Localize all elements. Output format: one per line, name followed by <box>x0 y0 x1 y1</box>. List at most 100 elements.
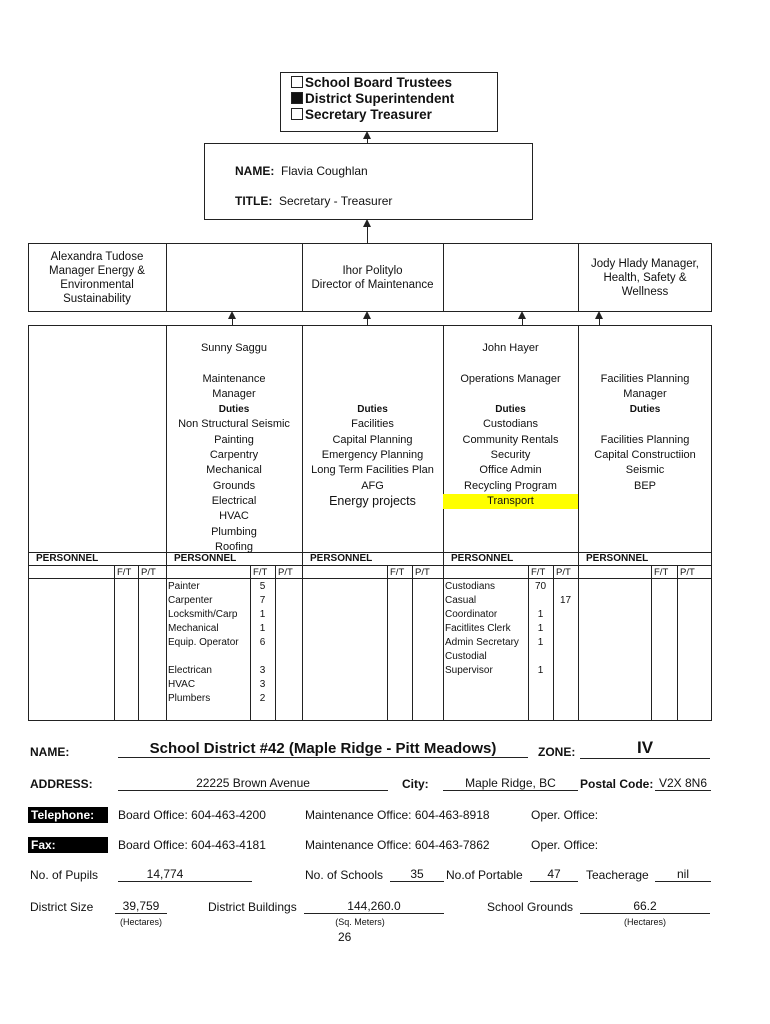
personnel-header: PERSONNEL <box>174 553 237 564</box>
district-size-label: District Size <box>30 900 94 914</box>
duty-item: Emergency Planning <box>321 449 424 462</box>
pt-header: P/T <box>415 567 430 578</box>
column-divider <box>387 565 388 721</box>
arrow-up-icon <box>595 311 603 325</box>
duty-item: Grounds <box>212 479 256 492</box>
duty-item <box>443 356 578 371</box>
checkbox-trustees[interactable] <box>291 76 303 88</box>
duty-item <box>166 356 302 371</box>
duty-item: John Hayer <box>482 342 539 354</box>
column-divider <box>275 565 276 721</box>
ft-count: 5 <box>259 581 266 592</box>
arrow-up-icon <box>363 219 371 243</box>
schools-label: No. of Schools <box>305 868 384 882</box>
option-trustees[interactable]: School Board Trustees <box>291 75 497 91</box>
teacherage-field[interactable]: nil <box>655 867 711 882</box>
manager-text: Jody Hlady Manager,Health, Safety &Welln… <box>591 257 699 299</box>
ft-count: 3 <box>259 665 266 676</box>
district-name-field[interactable]: School District #42 (Maple Ridge - Pitt … <box>118 740 528 758</box>
title-value: Secretary - Treasurer <box>279 194 393 208</box>
column-divider <box>528 565 529 721</box>
duty-item: Facilities Planning <box>600 433 690 446</box>
school-grounds-field[interactable]: 66.2 <box>580 899 710 914</box>
ft-count: 70 <box>534 581 547 592</box>
duties-heading: Duties <box>357 404 388 416</box>
district-buildings-label: District Buildings <box>208 900 297 914</box>
role: Carpenter <box>168 595 213 606</box>
ft-count: 6 <box>259 637 266 648</box>
duty-item: Carpentry <box>209 449 259 462</box>
duty-item: HVAC <box>219 510 249 523</box>
role: Admin Secretary <box>445 637 519 648</box>
column-divider <box>553 565 554 721</box>
zone-field[interactable]: IV <box>580 738 710 759</box>
name-value: Flavia Coughlan <box>281 164 368 178</box>
option-superintendent[interactable]: District Superintendent <box>291 91 497 107</box>
checkbox-superintendent[interactable] <box>291 92 303 104</box>
duty-item: AFG <box>361 479 384 492</box>
portable-field[interactable]: 47 <box>530 867 578 882</box>
duty-item: Capital Constructiion <box>594 449 696 462</box>
manager-line: Alexandra Tudose <box>50 250 144 263</box>
district-buildings-field[interactable]: 144,260.0 <box>304 899 444 914</box>
telephone-board-office: Board Office: 604-463-4200 <box>118 808 266 822</box>
column-divider <box>677 565 678 721</box>
pt-header: P/T <box>278 567 293 578</box>
district-size-field[interactable]: 39,759 <box>115 899 167 914</box>
name-label: NAME: <box>235 164 275 178</box>
role: Coordinator <box>445 609 498 620</box>
city-field[interactable]: Maple Ridge, BC <box>443 776 578 791</box>
postal-code-field[interactable]: V2X 8N6 <box>655 776 711 791</box>
duty-item: Maintenance <box>202 372 266 385</box>
duty-item <box>302 341 443 356</box>
duty-item: Energy projects <box>329 493 416 508</box>
duty-item: Manager <box>212 387 256 400</box>
portable-label: No.of Portable <box>446 868 523 882</box>
role: Electrican <box>168 665 212 676</box>
manager-line: Sustainability <box>63 292 131 305</box>
duty-item <box>578 356 712 371</box>
district-size-unit: (Hectares) <box>119 917 162 927</box>
fax-maintenance-office: Maintenance Office: 604-463-7862 <box>305 838 490 852</box>
column-divider <box>651 565 652 721</box>
column-divider <box>412 565 413 721</box>
page-number: 26 <box>338 930 352 944</box>
duty-item: Recycling Program <box>464 479 557 492</box>
role: Painter <box>168 581 200 592</box>
pt-count: 17 <box>559 595 572 606</box>
schools-field[interactable]: 35 <box>390 867 444 882</box>
pupils-field[interactable]: 14,774 <box>118 867 252 882</box>
duty-item: Manager <box>623 387 667 400</box>
telephone-maintenance-office: Maintenance Office: 604-463-8918 <box>305 808 490 822</box>
school-grounds-label: School Grounds <box>487 900 574 914</box>
personnel-header: PERSONNEL <box>451 553 514 564</box>
duty-item <box>302 387 443 402</box>
checkbox-secretary-treasurer[interactable] <box>291 108 303 120</box>
role: Custodial <box>445 651 487 662</box>
ft-count: 1 <box>259 609 266 620</box>
duty-item <box>578 417 712 432</box>
arrow-up-icon <box>363 311 371 325</box>
head-title: TITLE: Secretary - Treasurer <box>235 194 392 208</box>
pt-header: P/T <box>141 567 156 578</box>
role: Supervisor <box>445 665 493 676</box>
duty-item: Electrical <box>211 494 257 507</box>
arrow-up-icon <box>363 131 371 143</box>
address-field[interactable]: 22225 Brown Avenue <box>118 776 388 791</box>
postal-code-label: Postal Code: <box>580 777 654 791</box>
option-secretary-treasurer[interactable]: Secretary Treasurer <box>291 107 497 123</box>
manager-line: Director of Maintenance <box>311 278 434 291</box>
pt-header: P/T <box>680 567 695 578</box>
ft-count: 1 <box>537 623 544 634</box>
